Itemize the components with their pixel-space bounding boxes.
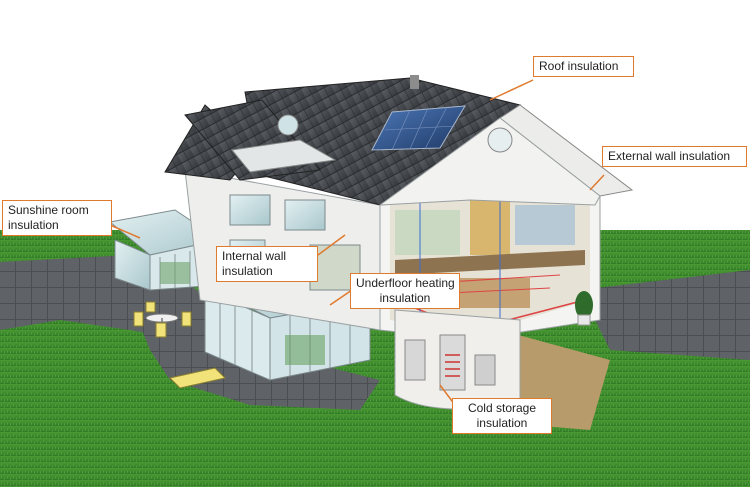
leader-underfloor [329, 289, 353, 306]
callout-internal-wall-insulation: Internal wall insulation [216, 246, 318, 282]
callout-sunshine-room-line2: insulation [8, 218, 59, 232]
callout-sunshine-room-line1: Sunshine room [8, 203, 89, 217]
leader-sunshine-room [109, 224, 141, 239]
callout-cold-storage-insulation: Cold storage insulation [452, 398, 552, 434]
callout-internal-wall-line2: insulation [222, 264, 273, 278]
callout-underfloor-heating-insulation: Underfloor heating insulation [350, 273, 460, 309]
callout-sunshine-room-insulation: Sunshine room insulation [2, 200, 112, 236]
callout-cold-storage-line2: insulation [476, 416, 528, 430]
leader-external-wall [589, 174, 605, 191]
callout-underfloor-line2: insulation [379, 291, 431, 305]
callout-roof-insulation: Roof insulation [533, 56, 634, 77]
leader-roof [489, 79, 534, 101]
potted-plant [575, 291, 593, 326]
leader-internal-wall [317, 234, 346, 256]
patio-furniture [133, 301, 226, 389]
callout-external-wall-insulation: External wall insulation [602, 146, 747, 167]
callout-roof-text: Roof insulation [539, 59, 619, 73]
callout-underfloor-line1: Underfloor heating [356, 276, 455, 290]
callout-external-wall-text: External wall insulation [608, 149, 731, 163]
paving-right [580, 270, 750, 360]
callout-cold-storage-line1: Cold storage [467, 401, 537, 415]
callout-internal-wall-line1: Internal wall [222, 249, 287, 263]
